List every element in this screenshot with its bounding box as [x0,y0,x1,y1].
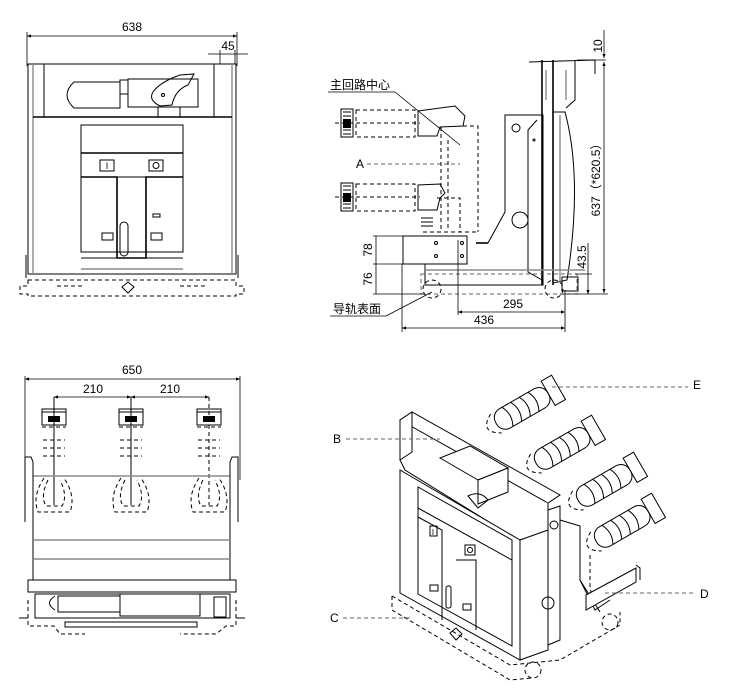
phase-bushings-top [35,397,228,513]
label-rail-surface: 导轨表面 [333,302,381,316]
breaker-body-side [424,59,596,286]
bushing-phase-2 [112,397,150,513]
bushing-phase-1 [35,397,73,513]
label-main-circuit-center: 主回路中心 [330,77,390,92]
dim-label-436: 436 [474,313,494,327]
iso-truck [391,595,621,681]
off-indicator-icon [148,159,164,172]
callout-e: E [693,378,701,392]
dim-label-45: 45 [221,39,235,53]
svg-text:I: I [432,528,434,537]
iso-bracket-d [585,564,695,611]
dim-top-offset: 10 [577,30,606,61]
dim-label-43-5: 43.5 [575,245,589,269]
iso-bushings [486,374,667,599]
dim-label-76: 76 [361,272,375,286]
svg-text:I: I [106,161,109,171]
dim-label-210-left: 210 [83,382,103,396]
dim-label-295: 295 [503,297,523,311]
dim-side-offset: 45 [208,39,248,64]
operating-mechanism [66,73,199,118]
dim-depth: 295 436 [401,240,566,332]
dim-label-650: 650 [122,363,142,377]
rail-truck-side [420,269,585,299]
lower-bushing [335,182,461,232]
label-a: A [356,157,364,171]
front-view: 638 45 I [19,20,248,297]
dim-label-78: 78 [361,243,375,257]
dim-bracket-height: 78 76 [361,235,425,295]
isometric-view: I E B D C [330,374,709,681]
callout-c: C [330,611,339,625]
on-indicator-icon [99,159,115,172]
dim-label-10: 10 [591,39,605,53]
dim-bottom-offset: 43.5 [575,243,592,294]
top-view: 650 210 210 [19,363,245,635]
callout-b: B [333,432,341,446]
dim-overall-width-front: 638 [26,20,238,66]
truck-top [19,593,245,635]
dim-label-638: 638 [122,20,142,34]
handle-slot [119,221,129,257]
side-view: 主回路中心 A [328,30,608,332]
bushing-phase-3 [190,397,228,513]
dim-label-637: 637（*620.5） [589,138,603,217]
callout-d: D [700,587,709,601]
dim-phase-spacing: 210 210 [54,382,209,399]
mounting-bracket [402,235,468,265]
upper-bushing [335,105,479,232]
front-panel: I [80,124,184,270]
dim-label-210-right: 210 [160,382,180,396]
dim-overall-width-top: 650 [24,363,241,480]
iso-breaker-body: I [399,411,611,661]
iso-off-indicator-icon [464,544,476,556]
dim-overall-height: 637（*620.5） [560,62,608,295]
truck-base [19,255,245,297]
iso-on-indicator-icon [429,525,438,537]
